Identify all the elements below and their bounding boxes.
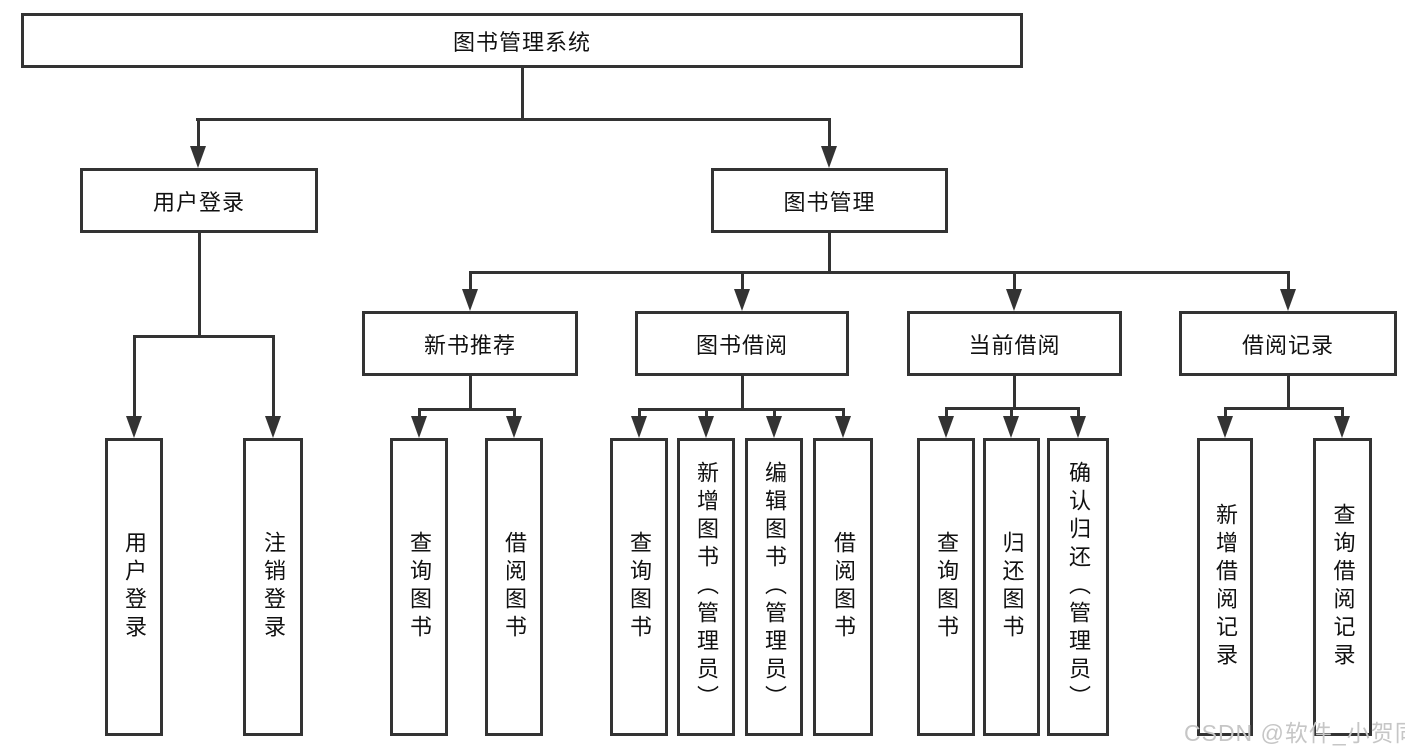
connector-recommend-stem — [469, 376, 472, 408]
leaf-record-add-borrow-record-label: 新增借阅记录 — [1213, 503, 1238, 671]
leaf-borrow-add-book-admin: 新增图书（管理员） — [677, 438, 735, 736]
node-book-borrow-label: 图书借阅 — [695, 332, 788, 358]
leaf-borrow-query-book: 查询图书 — [610, 438, 668, 736]
arrowhead-to-borrow-add — [698, 416, 714, 438]
connector-to-current-borrow — [1013, 271, 1016, 291]
connector-level3-bar — [469, 271, 1289, 274]
connector-level2-bar — [196, 118, 830, 121]
connector-to-recommend-query — [418, 408, 421, 418]
arrowhead-to-book-management — [821, 146, 837, 168]
leaf-user-login-label: 用户登录 — [122, 531, 147, 643]
arrowhead-to-borrow-edit — [766, 416, 782, 438]
connector-to-record-query — [1341, 407, 1344, 418]
connector-record-stem — [1287, 376, 1290, 407]
connector-book-management-stem — [828, 233, 831, 271]
arrowhead-to-record-query — [1334, 416, 1350, 438]
leaf-logout-label: 注销登录 — [261, 531, 286, 643]
leaf-recommend-query-book-label: 查询图书 — [407, 531, 432, 643]
leaf-borrow-add-book-admin-label: 新增图书（管理员） — [694, 461, 719, 713]
node-borrow-record-label: 借阅记录 — [1241, 332, 1334, 358]
leaf-current-query-book-label: 查询图书 — [934, 531, 959, 643]
connector-to-leaf-user-login — [133, 335, 136, 418]
node-root-label: 图书管理系统 — [452, 29, 591, 55]
arrowhead-to-user-login — [190, 146, 206, 168]
connector-root-stem — [521, 68, 524, 118]
arrowhead-to-borrow-query — [631, 416, 647, 438]
leaf-logout: 注销登录 — [243, 438, 303, 736]
connector-to-recommend-borrow — [513, 408, 516, 418]
leaf-user-login: 用户登录 — [105, 438, 163, 736]
arrowhead-to-current-borrow — [1006, 289, 1022, 311]
leaf-borrow-borrow-book: 借阅图书 — [813, 438, 873, 736]
connector-to-borrow-query — [638, 408, 641, 418]
arrowhead-to-leaf-logout — [265, 416, 281, 438]
arrowhead-to-borrow-record — [1280, 289, 1296, 311]
node-book-borrow: 图书借阅 — [635, 311, 849, 376]
connector-to-book-management — [828, 118, 831, 148]
leaf-record-query-borrow-record-label: 查询借阅记录 — [1330, 503, 1356, 671]
connector-to-borrow-borrow — [842, 408, 845, 418]
leaf-current-query-book: 查询图书 — [917, 438, 975, 736]
arrowhead-to-record-add — [1217, 416, 1233, 438]
node-current-borrow-label: 当前借阅 — [968, 332, 1061, 358]
connector-to-borrow-record — [1287, 271, 1290, 291]
arrowhead-to-recommend-borrow — [506, 416, 522, 438]
connector-to-current-confirm — [1077, 407, 1080, 418]
leaf-record-query-borrow-record: 查询借阅记录 — [1313, 438, 1372, 736]
connector-to-current-query — [945, 407, 948, 418]
leaf-current-confirm-return-admin-label: 确认归还（管理员） — [1066, 461, 1091, 713]
node-new-book-recommend-label: 新书推荐 — [423, 332, 516, 358]
node-user-login-label: 用户登录 — [152, 189, 245, 215]
node-current-borrow: 当前借阅 — [907, 311, 1122, 376]
connector-user-login-bar — [133, 335, 274, 338]
connector-borrow-stem — [741, 376, 744, 408]
leaf-record-add-borrow-record: 新增借阅记录 — [1197, 438, 1253, 736]
arrowhead-to-current-return — [1003, 416, 1019, 438]
connector-to-book-borrow — [741, 271, 744, 291]
leaf-recommend-borrow-book: 借阅图书 — [485, 438, 543, 736]
node-new-book-recommend: 新书推荐 — [362, 311, 578, 376]
connector-user-login-stem — [198, 233, 201, 335]
arrowhead-to-current-confirm — [1070, 416, 1086, 438]
node-user-login: 用户登录 — [80, 168, 318, 233]
leaf-current-return-book: 归还图书 — [983, 438, 1040, 736]
connector-to-user-login — [197, 118, 200, 148]
arrowhead-to-book-borrow — [734, 289, 750, 311]
leaf-recommend-borrow-book-label: 借阅图书 — [502, 531, 527, 643]
leaf-recommend-query-book: 查询图书 — [390, 438, 448, 736]
connector-borrow-bar — [638, 408, 844, 411]
watermark: CSDN @软件_小贺同学 — [1184, 720, 1405, 746]
arrowhead-to-leaf-user-login — [126, 416, 142, 438]
node-book-management-label: 图书管理 — [783, 189, 876, 215]
connector-to-current-return — [1010, 407, 1013, 418]
arrowhead-to-recommend-query — [411, 416, 427, 438]
connector-recommend-bar — [418, 408, 515, 411]
leaf-borrow-edit-book-admin: 编辑图书（管理员） — [745, 438, 803, 736]
leaf-borrow-borrow-book-label: 借阅图书 — [831, 531, 856, 643]
connector-to-borrow-add — [705, 408, 708, 418]
connector-to-borrow-edit — [773, 408, 776, 418]
node-root: 图书管理系统 — [21, 13, 1023, 68]
connector-current-stem — [1013, 376, 1016, 407]
node-book-management: 图书管理 — [711, 168, 948, 233]
connector-record-bar — [1224, 407, 1343, 410]
arrowhead-to-borrow-borrow — [835, 416, 851, 438]
leaf-borrow-query-book-label: 查询图书 — [627, 531, 652, 643]
leaf-current-return-book-label: 归还图书 — [999, 531, 1025, 643]
arrowhead-to-new-book-recommend — [462, 289, 478, 311]
connector-to-leaf-logout — [272, 335, 275, 418]
connector-to-new-book-recommend — [469, 271, 472, 291]
leaf-current-confirm-return-admin: 确认归还（管理员） — [1047, 438, 1109, 736]
leaf-borrow-edit-book-admin-label: 编辑图书（管理员） — [762, 461, 787, 713]
node-borrow-record: 借阅记录 — [1179, 311, 1397, 376]
arrowhead-to-current-query — [938, 416, 954, 438]
connector-to-record-add — [1224, 407, 1227, 418]
